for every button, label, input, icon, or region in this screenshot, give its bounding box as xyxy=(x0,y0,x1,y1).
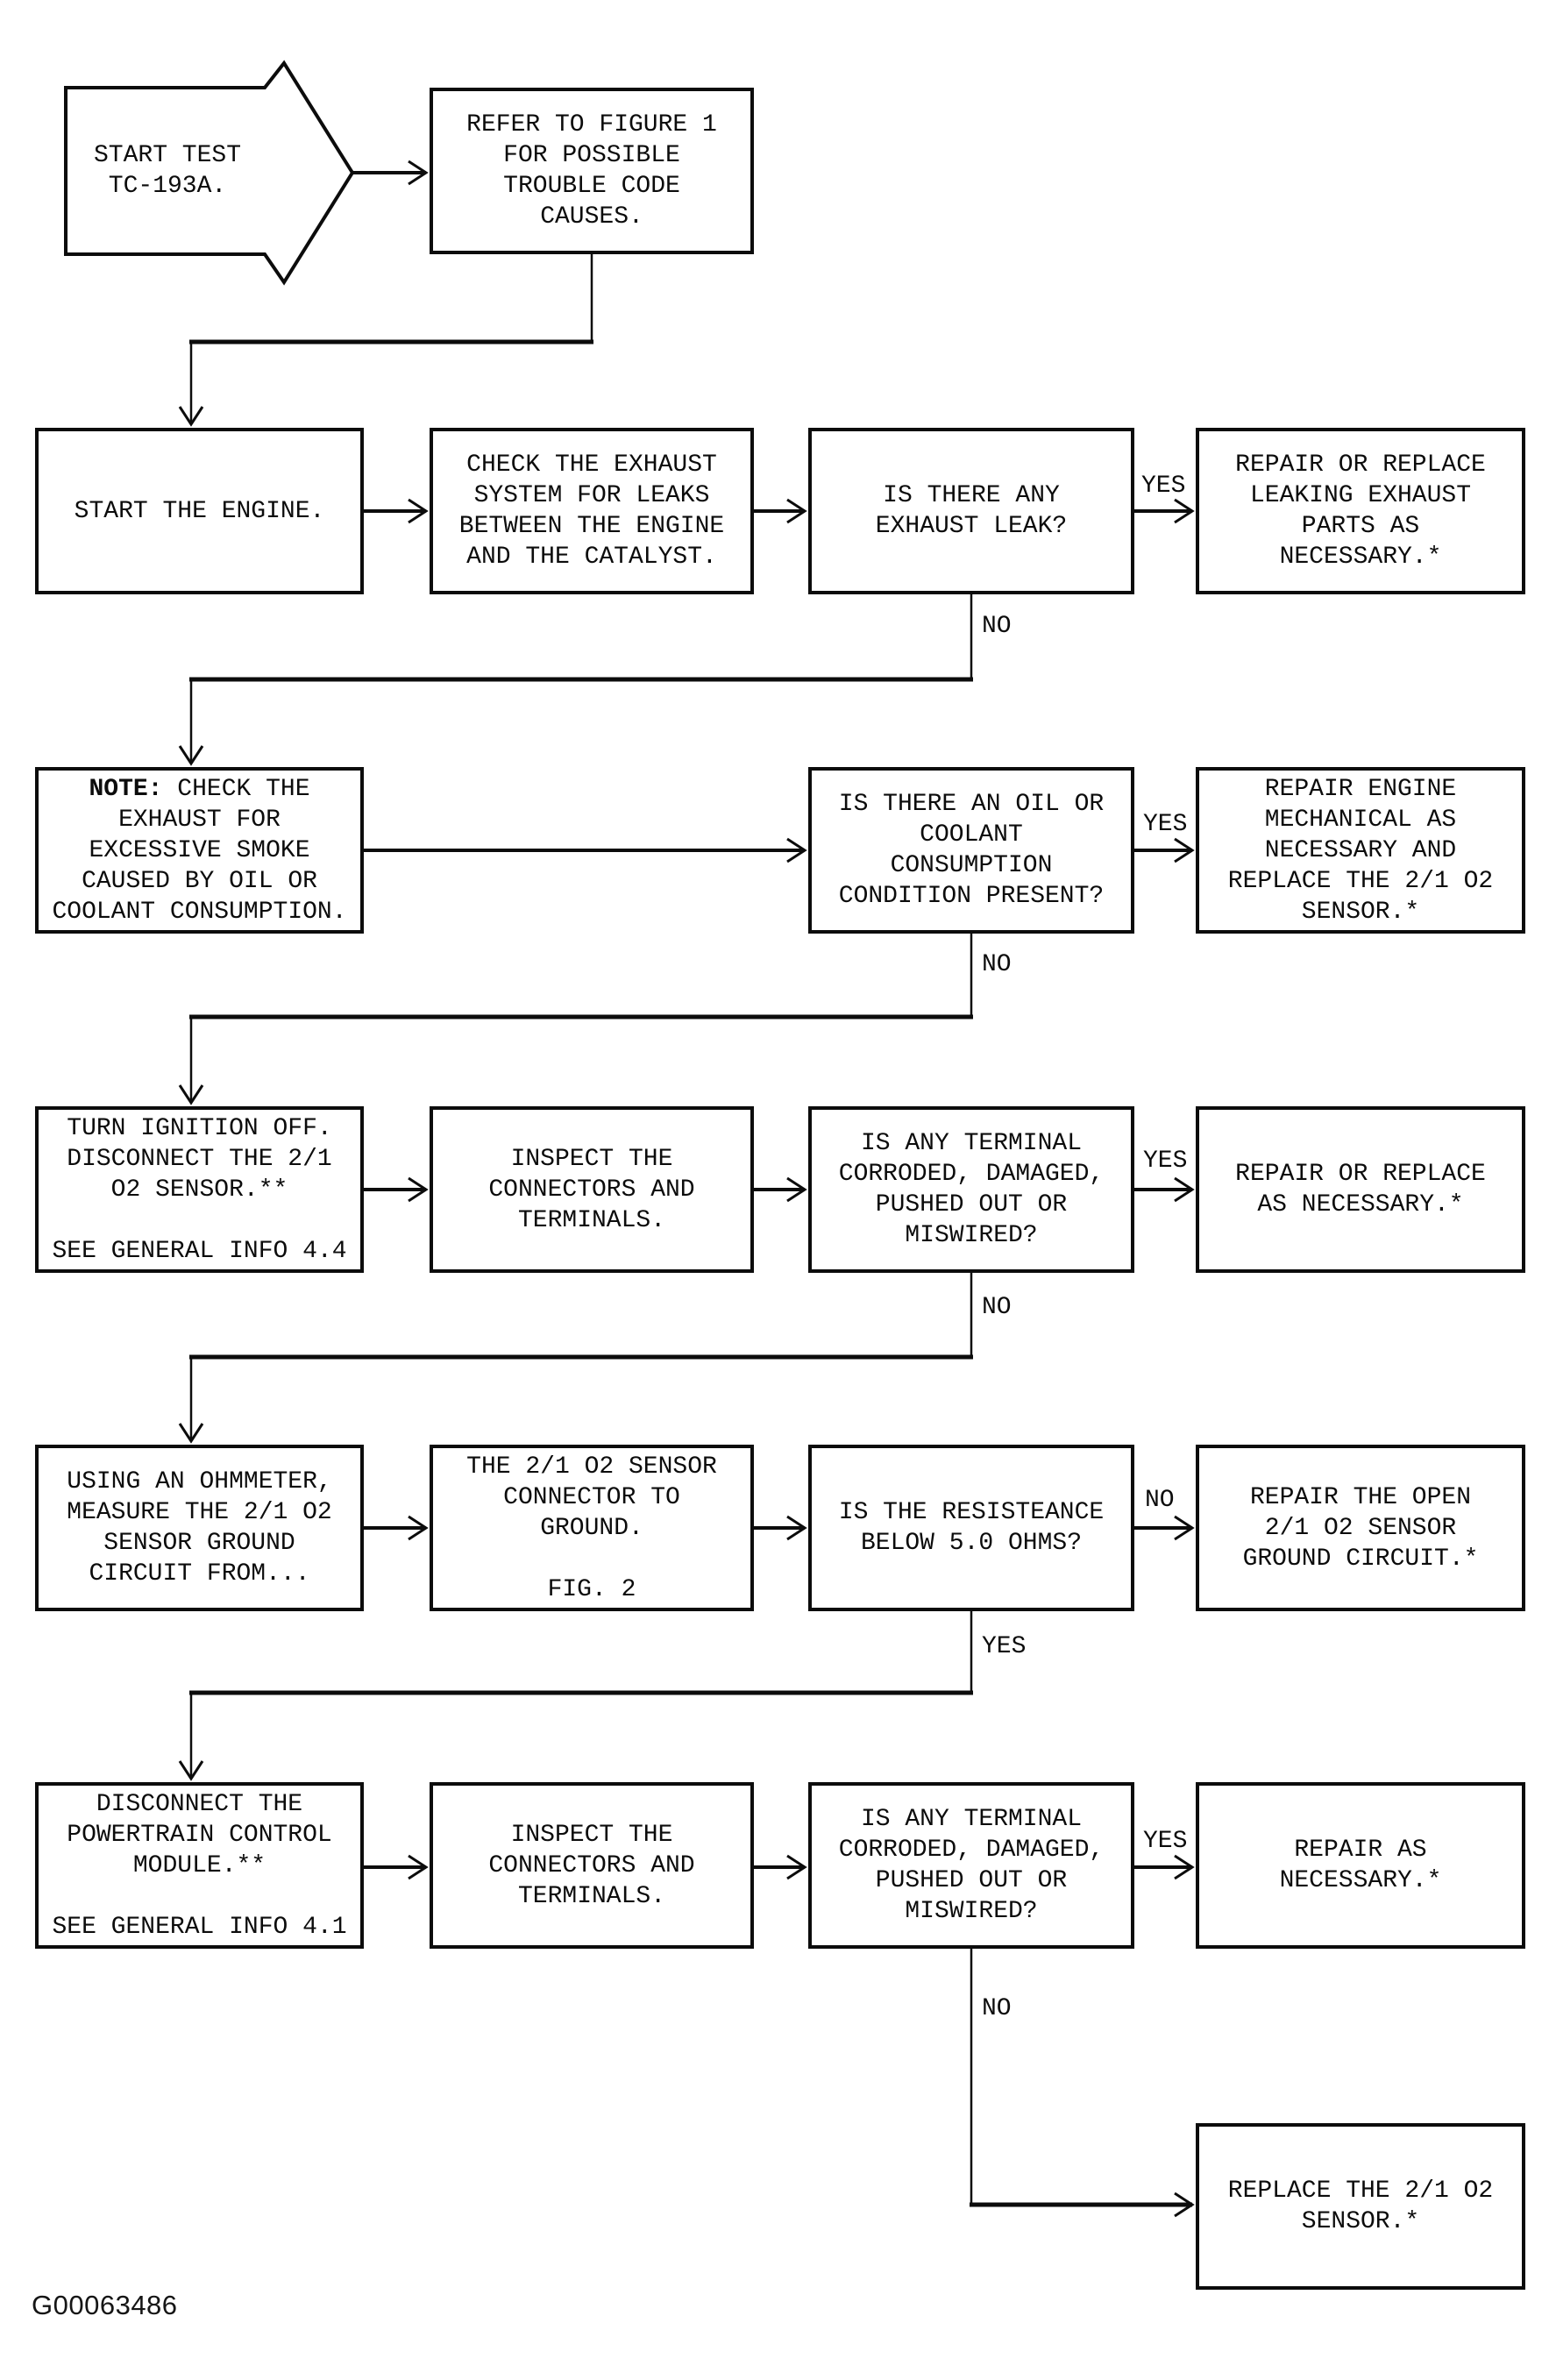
edge-label-r2-yes: YES xyxy=(1141,472,1186,500)
edge-r3-no xyxy=(178,934,973,1105)
ohmmeter-measure-box: USING AN OHMMETER, MEASURE THE 2/1 O2 SE… xyxy=(35,1445,364,1611)
note-smoke-box: NOTE: CHECK THE EXHAUST FOR EXCESSIVE SM… xyxy=(35,767,364,934)
repair-ground-circuit-box: REPAIR THE OPEN 2/1 O2 SENSOR GROUND CIR… xyxy=(1196,1445,1525,1611)
repair-engine-mechanical-box: REPAIR ENGINE MECHANICAL AS NECESSARY AN… xyxy=(1196,767,1525,934)
refer-figure1-box: REFER TO FIGURE 1 FOR POSSIBLE TROUBLE C… xyxy=(430,88,754,254)
edge-refer-startengine xyxy=(178,254,593,427)
edge-label-r5-no: NO xyxy=(1145,1487,1175,1514)
sensor-connector-ground-box: THE 2/1 O2 SENSOR CONNECTOR TO GROUND. F… xyxy=(430,1445,754,1611)
edge-r5-yes xyxy=(178,1611,973,1781)
edge-r2-no xyxy=(178,594,973,766)
repair-as-necessary-box: REPAIR AS NECESSARY.* xyxy=(1196,1782,1525,1949)
inspect-connectors-box-2: INSPECT THE CONNECTORS AND TERMINALS. xyxy=(430,1782,754,1949)
inspect-connectors-box-1: INSPECT THE CONNECTORS AND TERMINALS. xyxy=(430,1106,754,1273)
edge-label-r6-yes: YES xyxy=(1143,1828,1188,1855)
exhaust-leak-decision: IS THERE ANY EXHAUST LEAK? xyxy=(808,428,1134,594)
start-engine-box: START THE ENGINE. xyxy=(35,428,364,594)
disconnect-pcm-box: DISCONNECT THE POWERTRAIN CONTROL MODULE… xyxy=(35,1782,364,1949)
start-terminator-shape xyxy=(64,60,355,286)
edge-label-r2-no: NO xyxy=(982,613,1012,640)
note-label: NOTE: xyxy=(89,775,163,803)
edge-label-r4-yes: YES xyxy=(1143,1147,1188,1175)
oil-coolant-decision: IS THERE AN OIL OR COOLANT CONSUMPTION C… xyxy=(808,767,1134,934)
replace-sensor-box: REPLACE THE 2/1 O2 SENSOR.* xyxy=(1196,2123,1525,2290)
edge-label-r3-no: NO xyxy=(982,951,1012,978)
start-test-node: START TEST TC-193A. xyxy=(93,142,242,200)
note-text: CHECK THE EXHAUST FOR EXCESSIVE SMOKE CA… xyxy=(52,775,347,926)
edge-label-r3-yes: YES xyxy=(1143,811,1188,838)
terminal-damage-decision-2: IS ANY TERMINAL CORRODED, DAMAGED, PUSHE… xyxy=(808,1782,1134,1949)
edge-label-r5-yes: YES xyxy=(982,1633,1027,1660)
edge-r6-no xyxy=(970,1949,1195,2218)
terminal-damage-decision-1: IS ANY TERMINAL CORRODED, DAMAGED, PUSHE… xyxy=(808,1106,1134,1273)
edge-r4-no xyxy=(178,1273,973,1444)
edge-label-r4-no: NO xyxy=(982,1294,1012,1321)
ignition-off-disconnect-sensor-box: TURN IGNITION OFF. DISCONNECT THE 2/1 O2… xyxy=(35,1106,364,1273)
repair-or-replace-box: REPAIR OR REPLACE AS NECESSARY.* xyxy=(1196,1106,1525,1273)
resistance-decision: IS THE RESISTEANCE BELOW 5.0 OHMS? xyxy=(808,1445,1134,1611)
edge-label-r6-no: NO xyxy=(982,1995,1012,2022)
check-exhaust-box: CHECK THE EXHAUST SYSTEM FOR LEAKS BETWE… xyxy=(430,428,754,594)
repair-exhaust-box: REPAIR OR REPLACE LEAKING EXHAUST PARTS … xyxy=(1196,428,1525,594)
figure-code: G00063486 xyxy=(32,2290,178,2320)
